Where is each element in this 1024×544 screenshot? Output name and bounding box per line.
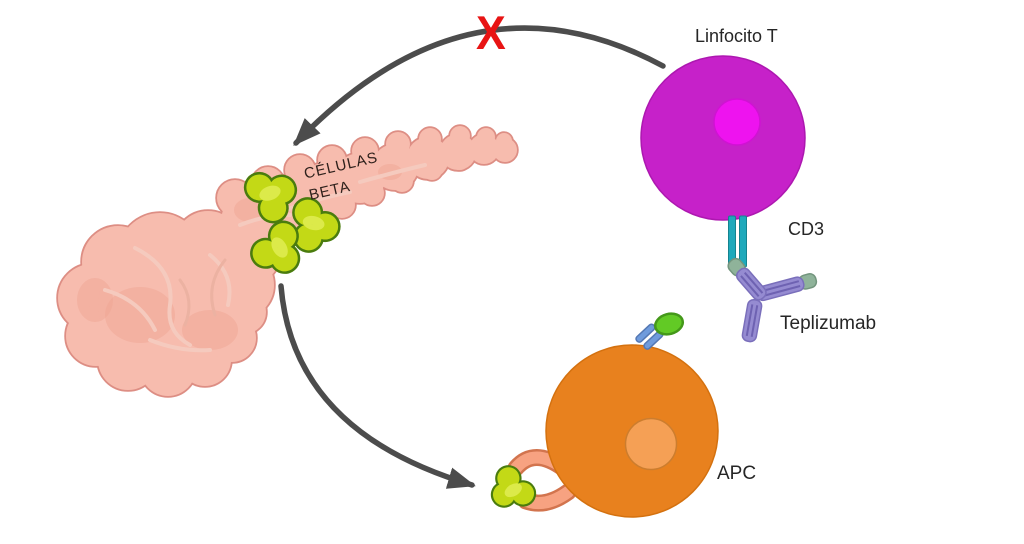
beta-cell-cluster-1 (243, 164, 303, 227)
apc-label: APC (717, 463, 757, 484)
apc-nucleus (624, 417, 678, 471)
t-cell-label: Linfocito T (695, 26, 778, 46)
antigen-oval (653, 312, 685, 336)
apc-cell (507, 312, 719, 518)
t-cell (640, 55, 806, 221)
apc-mhc-receptor (635, 323, 664, 350)
beta-cell-cluster-2 (287, 197, 342, 255)
arrow-pancreas-to-apc (278, 283, 476, 489)
cd3-receptor (728, 215, 747, 270)
beta-cell-fragment (483, 461, 538, 517)
arrow-tcell-to-pancreas (293, 25, 666, 146)
teplizumab-antibody (727, 257, 818, 343)
beta-cell-cluster-3 (245, 218, 311, 283)
t-cell-nucleus (713, 98, 761, 146)
teplizumab-label: Teplizumab (780, 313, 877, 334)
cd3-label: CD3 (788, 219, 825, 239)
blocked-x-marker: X (476, 6, 506, 59)
